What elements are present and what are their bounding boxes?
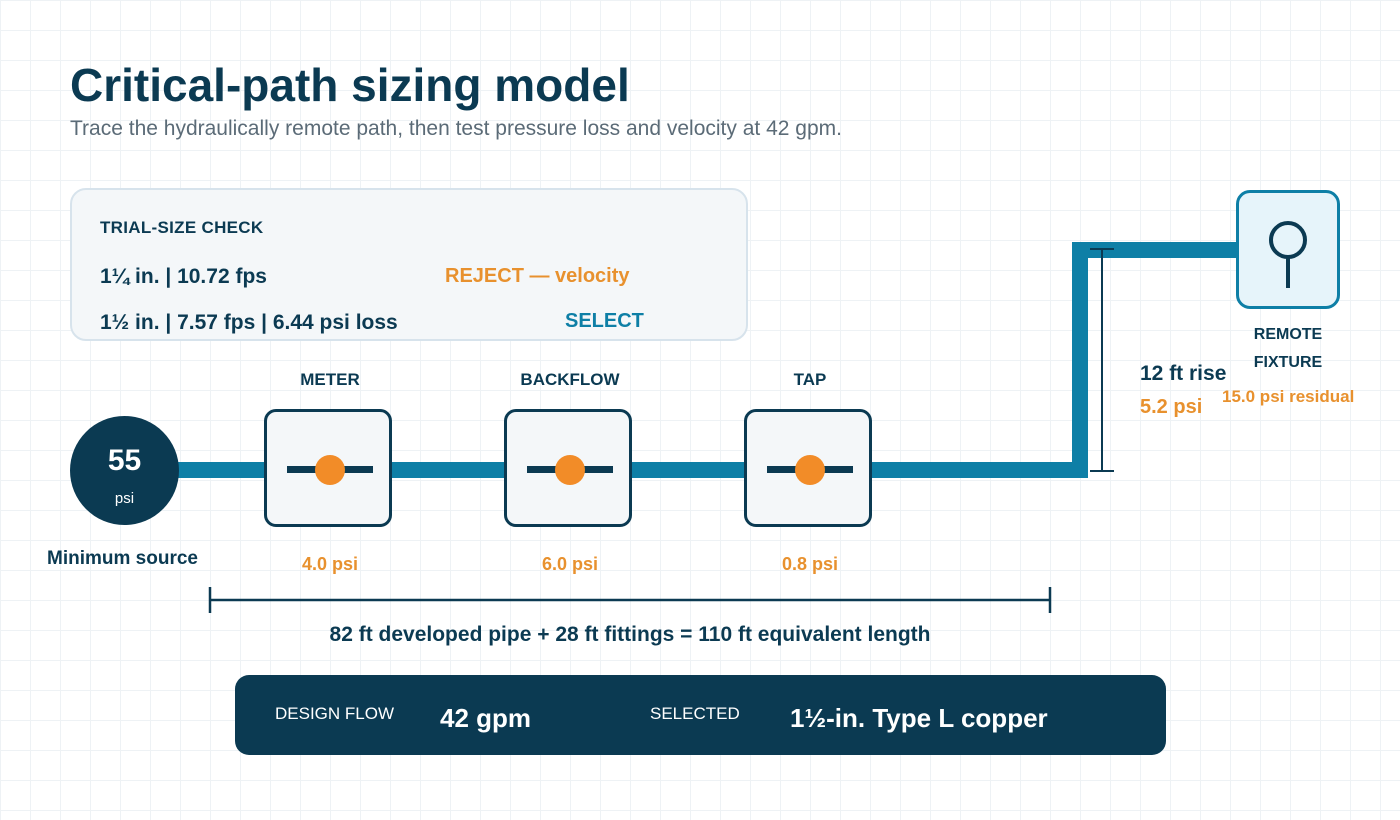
upper-pipe	[1072, 242, 1240, 258]
equivalent-length-note: 82 ft developed pipe + 28 ft fittings = …	[329, 623, 931, 646]
source-pressure-value: 55	[107, 444, 142, 477]
backflow-loss: 6.0 psi	[541, 554, 599, 574]
backflow-dot-icon	[555, 455, 585, 485]
length-dimension-line	[208, 587, 1052, 613]
tap-loss: 0.8 psi	[781, 554, 839, 574]
remote-fixture-box	[1236, 190, 1340, 309]
page-subtitle: Trace the hydraulically remote path, the…	[70, 117, 842, 140]
design-flow-label: DESIGN FLOW	[275, 704, 395, 723]
trial-size-check-card	[70, 188, 748, 341]
rise-label: 12 ft rise	[1140, 362, 1227, 385]
tap-label: TAP	[793, 370, 827, 389]
selected-pipe-value: 1½-in. Type L copper	[790, 703, 1048, 733]
rise-dimension-marker	[1090, 248, 1114, 472]
source-pressure-unit: psi	[114, 490, 135, 507]
trial-size-check-heading: TRIAL-SIZE CHECK	[100, 218, 264, 237]
remote-fixture-label-line1: REMOTE	[1253, 326, 1323, 343]
page-title: Critical-path sizing model	[70, 59, 630, 111]
tap-dot-icon	[795, 455, 825, 485]
fixture-outlet-icon	[1269, 221, 1307, 288]
trial-row-2-spec: 1½ in. | 7.57 fps | 6.44 psi loss	[100, 311, 398, 334]
riser-pipe	[1072, 242, 1088, 478]
source-label: Minimum source	[47, 548, 198, 569]
trial-row-1-verdict: REJECT — velocity	[445, 265, 630, 287]
fixture-residual-pressure: 15.0 psi residual	[1222, 387, 1355, 406]
design-flow-value: 42 gpm	[440, 703, 532, 733]
trial-row-1-spec: 1¼ in. | 10.72 fps	[100, 265, 267, 288]
backflow-label: BACKFLOW	[520, 370, 620, 389]
meter-dot-icon	[315, 455, 345, 485]
selected-label: SELECTED	[650, 704, 740, 723]
summary-bar	[235, 675, 1166, 755]
source-pressure-circle	[70, 416, 179, 525]
remote-fixture-label-line2: FIXTURE	[1253, 354, 1323, 371]
trial-row-2-verdict: SELECT	[565, 310, 644, 332]
meter-label: METER	[300, 370, 360, 389]
meter-loss: 4.0 psi	[301, 554, 359, 574]
rise-loss: 5.2 psi	[1140, 396, 1203, 418]
